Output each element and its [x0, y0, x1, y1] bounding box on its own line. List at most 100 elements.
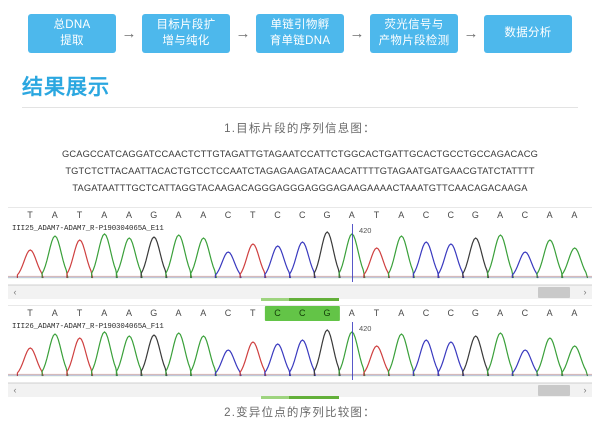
base-call: C — [447, 210, 455, 221]
base-call: A — [497, 308, 504, 319]
trace-peak — [289, 339, 316, 377]
flow-step-2-line-1: 目标片段扩 — [156, 19, 216, 31]
base-call: G — [471, 210, 480, 221]
trace-peak — [214, 349, 242, 377]
caption-variant-comparison: 2.变异位点的序列比较图： — [224, 407, 376, 419]
trace-peak — [313, 329, 341, 377]
base-call: T — [373, 210, 380, 221]
flow-arrow-4: → — [463, 25, 479, 43]
trace-peak — [264, 245, 292, 279]
process-flow-diagram: 总DNA 提取 → 目标片段扩 增与纯化 → 单链引物孵 育单链DNA → 荧光… — [0, 0, 600, 61]
chromatogram-viewer: T A T A A G A A C T C C G A T A C C G A C A A III25_ADAM7-ADAM… — [0, 207, 600, 400]
flow-step-3[interactable]: 单链引物孵 育单链DNA — [256, 14, 344, 54]
flow-step-2[interactable]: 目标片段扩 增与纯化 — [142, 14, 230, 54]
caption-sequence-info: 1.目标片段的序列信息图： — [224, 123, 376, 136]
trace-peak — [561, 345, 589, 377]
base-call: C — [422, 308, 430, 319]
base-call: A — [125, 308, 133, 319]
position-marker-label: 420 — [357, 226, 373, 236]
trace-peak — [91, 331, 118, 377]
trace-peak — [511, 251, 539, 279]
flow-step-5[interactable]: 数据分析 — [484, 14, 572, 53]
base-call: A — [571, 210, 578, 221]
flow-step-4-line-1: 荧光信号与 — [384, 19, 444, 31]
chromatogram-scrollbar[interactable]: ‹ › — [8, 285, 592, 302]
dna-sequence-block: GCAGCCATCAGGATCCAACTCTTGTAGATTGTAGAATCCA… — [0, 146, 600, 197]
base-call: T — [27, 210, 34, 221]
trace-peak — [511, 349, 539, 377]
coverage-progress-indicator — [261, 298, 339, 302]
base-call: A — [125, 210, 133, 221]
trace-peak — [140, 334, 168, 377]
trace-peak — [536, 337, 564, 377]
base-call: C — [224, 308, 232, 319]
base-call: C — [274, 308, 282, 319]
base-call: T — [76, 210, 83, 221]
trace-peak — [412, 241, 440, 279]
flow-step-3-line-2: 育单链DNA — [269, 34, 331, 47]
trace-peak — [338, 331, 366, 377]
base-call: T — [249, 308, 256, 319]
trace-peak — [289, 241, 316, 279]
scroll-right-arrow-icon[interactable]: › — [583, 287, 587, 298]
scroll-right-arrow-icon[interactable]: › — [583, 385, 587, 396]
scrollbar-thumb[interactable] — [538, 385, 570, 397]
base-call: A — [51, 210, 59, 221]
trace-peak — [363, 345, 391, 377]
trace-peak — [214, 251, 242, 279]
flow-step-1-line-2: 提取 — [60, 34, 84, 47]
base-call: T — [249, 210, 256, 221]
coverage-segment-dark — [289, 298, 339, 302]
scroll-left-arrow-icon[interactable]: ‹ — [13, 385, 17, 396]
base-call: G — [323, 210, 331, 221]
trace-peak — [190, 335, 217, 377]
flow-step-2-line-2: 增与纯化 — [162, 34, 210, 47]
position-marker-line — [351, 322, 354, 381]
scroll-left-arrow-icon[interactable]: ‹ — [13, 287, 17, 298]
base-call: G — [471, 308, 480, 319]
base-call: G — [150, 308, 158, 319]
trace-svg-container — [8, 320, 592, 382]
dna-sequence-line: GCAGCCATCAGGATCCAACTCTTGTAGATTGTAGAATCCA… — [62, 149, 538, 160]
chromatogram-scrollbar[interactable]: ‹ › — [8, 383, 592, 400]
trace-peak — [486, 234, 514, 279]
position-marker-line — [351, 224, 354, 283]
trace-peak — [115, 237, 143, 279]
dna-sequence-line: TGTCTCTTACAATTACACTGTCCTCCAATCTAGAGAAGAT… — [65, 166, 535, 177]
flow-arrow-2: → — [235, 25, 251, 43]
trace-peak — [41, 333, 69, 377]
section-divider — [22, 107, 578, 109]
trace-peak — [239, 243, 267, 279]
base-call: A — [348, 210, 356, 221]
base-call: C — [274, 210, 282, 221]
trace-peak — [462, 237, 490, 279]
trace-peak — [140, 236, 168, 279]
base-call: C — [447, 308, 455, 319]
sample-id-label: III25_ADAM7-ADAM7_R-P190304065A_E11 — [12, 225, 164, 234]
trace-peak — [115, 335, 143, 377]
trace-svg-container — [8, 222, 592, 284]
dna-sequence-line: TAGATAATTTGCTCATTAGGTACAAGACAGGGAGGGAGGG… — [72, 183, 528, 194]
base-call: C — [298, 308, 306, 319]
coverage-segment-dark — [289, 396, 339, 400]
trace-peak — [462, 335, 490, 377]
trace-peak — [313, 231, 341, 279]
trace-peak — [387, 333, 415, 377]
base-call: A — [200, 308, 207, 319]
trace-peak — [16, 347, 44, 377]
coverage-segment-light — [261, 298, 289, 302]
flow-step-3-line-1: 单链引物孵 — [270, 19, 330, 31]
flow-step-1[interactable]: 总DNA 提取 — [28, 14, 116, 54]
base-call: A — [546, 210, 554, 221]
scrollbar-thumb[interactable] — [538, 287, 570, 299]
flow-arrow-1: → — [121, 25, 137, 43]
base-call: C — [521, 308, 529, 319]
base-call: A — [51, 308, 59, 319]
flow-step-4[interactable]: 荧光信号与 产物片段检测 — [370, 14, 458, 54]
base-call: A — [175, 308, 182, 319]
trace-peak — [239, 341, 267, 377]
base-call: A — [497, 210, 504, 221]
